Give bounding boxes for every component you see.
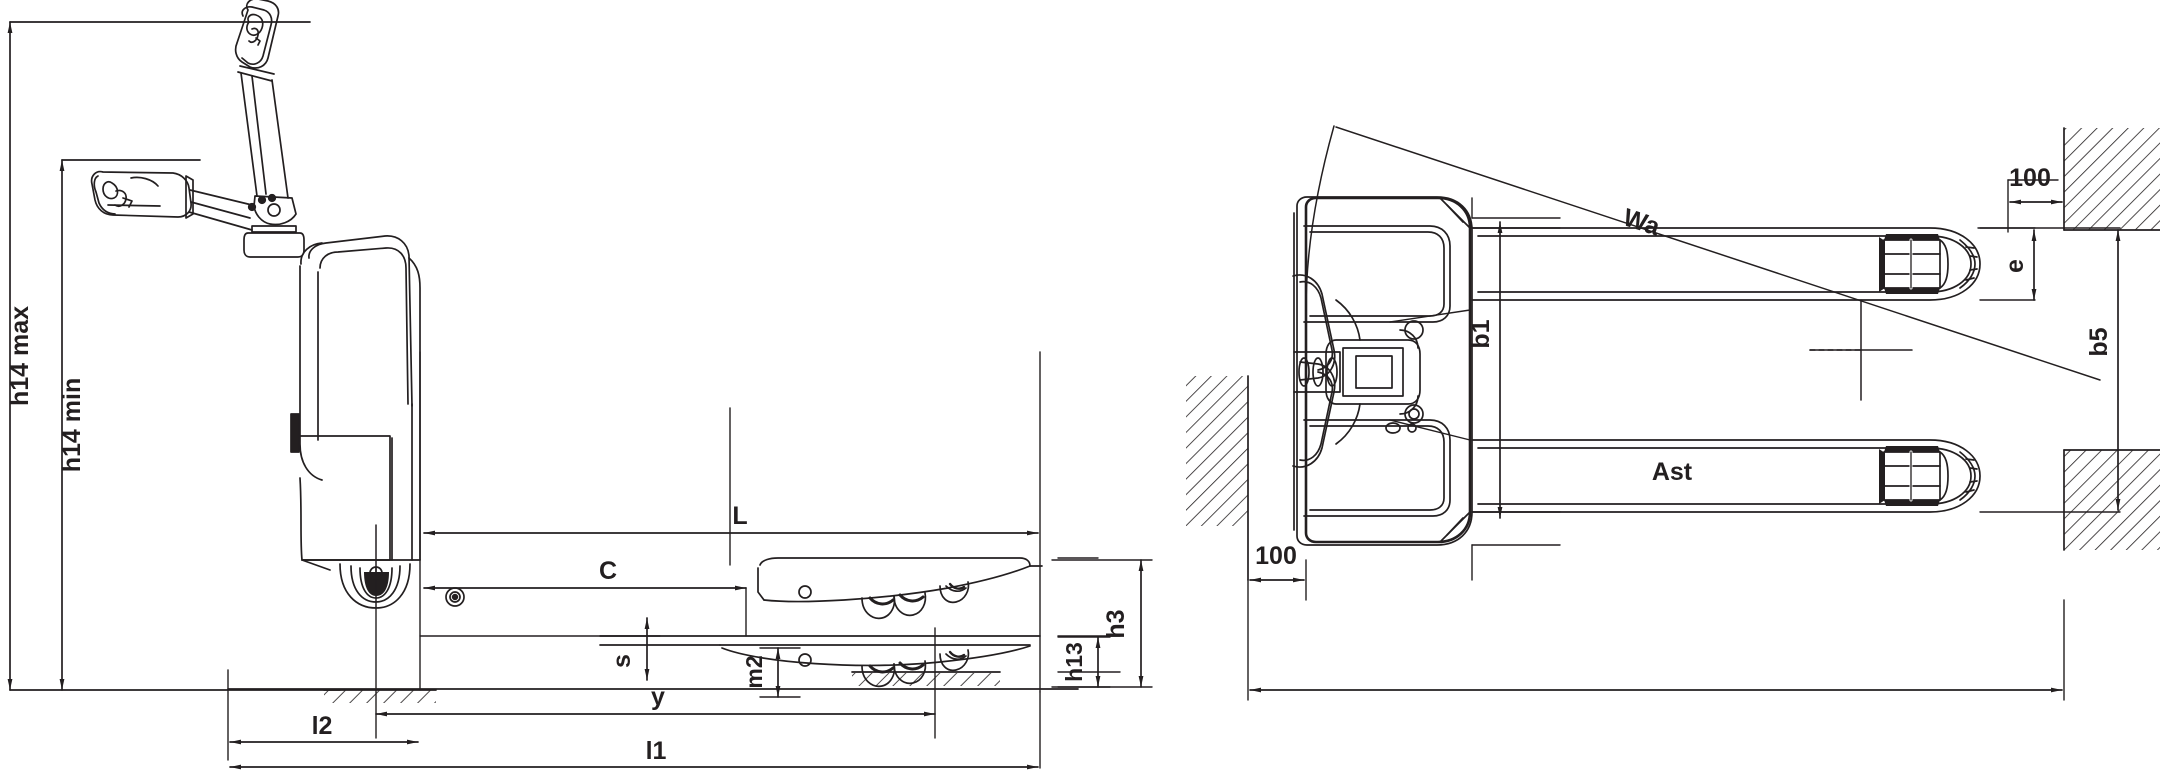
label-L: L (732, 502, 747, 530)
dim-s (419, 617, 661, 681)
label-h3: h3 (1102, 609, 1130, 638)
fork-raised (757, 557, 1043, 620)
top-view-group (1186, 125, 2160, 701)
centre-mark (1809, 299, 1913, 401)
label-clearance-bottom: 100 (1255, 542, 1297, 570)
label-y: y (651, 683, 665, 711)
label-m2: m2 (741, 655, 767, 688)
dimension-labels: h14 max h14 min L C s m2 h13 h3 y l2 l1 … (6, 164, 2113, 765)
drive-wheel (339, 524, 411, 609)
fork-lower (1471, 439, 1981, 513)
label-e: e (2001, 259, 2029, 273)
label-b1: b1 (1467, 319, 1495, 348)
side-view-group (7, 0, 1153, 770)
wall-hatch-lower-right (2063, 449, 2160, 551)
wall-hatch-left (1186, 375, 1249, 581)
label-h13: h13 (1061, 642, 1087, 682)
dim-m2 (759, 647, 801, 698)
label-h14-max: h14 max (6, 306, 34, 406)
dim-h14-min (59, 159, 201, 691)
dim-h3 (1051, 559, 1153, 688)
fork-lowered (599, 635, 1041, 688)
witness-lines-top (1247, 179, 2121, 701)
dim-h14-max (7, 21, 341, 691)
witness-lines-side (227, 351, 1121, 769)
label-clearance-top: 100 (2009, 164, 2051, 192)
label-h14-min: h14 min (58, 378, 86, 472)
tiller-top (1292, 274, 1471, 468)
label-Ast: Ast (1652, 458, 1693, 486)
chassis-top-outline (1293, 196, 1473, 546)
label-b5: b5 (2085, 327, 2113, 356)
label-s: s (608, 654, 636, 668)
fork-upper (1471, 227, 1981, 301)
ground-hatching-drive (227, 688, 1079, 703)
dim-C (423, 585, 747, 637)
tiller-handle-raised (234, 0, 305, 258)
turning-arc (1305, 125, 2101, 381)
tiller-handle-lowered (90, 170, 253, 231)
load-roller-lower (1879, 446, 1949, 506)
label-C: C (599, 557, 617, 585)
chassis-body (290, 235, 465, 607)
label-l1: l1 (646, 737, 667, 765)
wall-hatch-upper-right (2063, 127, 2160, 231)
label-l2: l2 (312, 712, 333, 740)
load-roller-upper (1879, 234, 1949, 294)
